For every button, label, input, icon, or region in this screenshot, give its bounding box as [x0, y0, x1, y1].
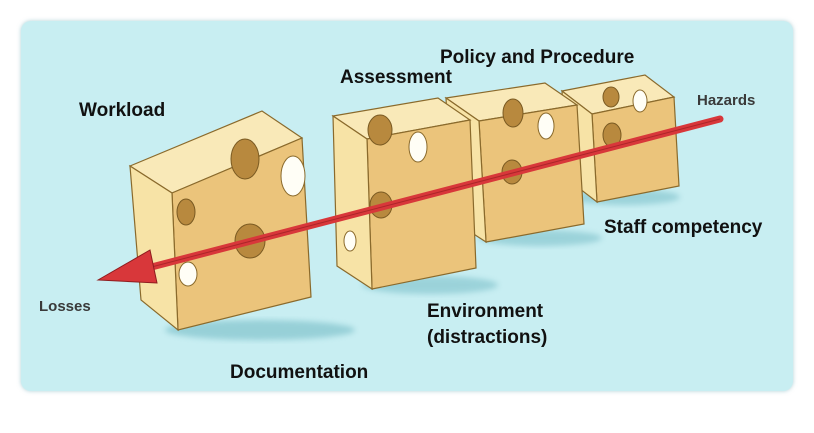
label-documentation: Documentation	[230, 362, 368, 384]
label-distractions: (distractions)	[427, 327, 547, 349]
label-hazards: Hazards	[697, 92, 755, 109]
label-environment: Environment	[427, 301, 543, 323]
label-losses: Losses	[39, 298, 91, 315]
label-policy-and-procedure: Policy and Procedure	[440, 47, 634, 69]
label-staff-competency: Staff competency	[604, 217, 762, 239]
label-workload: Workload	[79, 100, 165, 122]
label-assessment: Assessment	[340, 67, 452, 89]
